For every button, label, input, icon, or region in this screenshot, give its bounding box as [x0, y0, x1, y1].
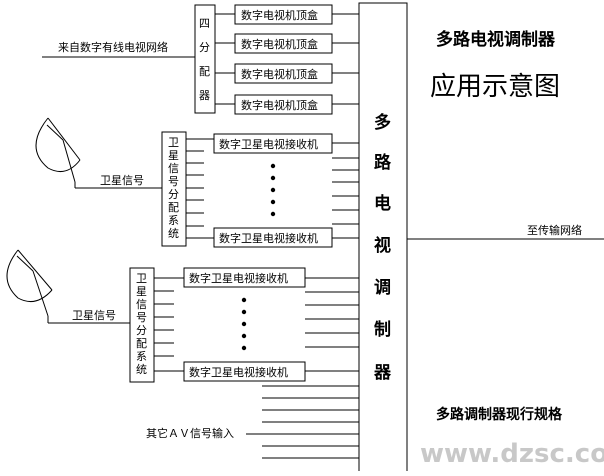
svg-text:系: 系	[136, 350, 147, 363]
svg-text:卫: 卫	[168, 136, 179, 149]
title-line-1: 多路电视调制器	[436, 29, 556, 50]
svg-text:信: 信	[168, 162, 179, 175]
splitter-char-1: 分	[199, 41, 210, 54]
svg-text:星: 星	[136, 285, 147, 298]
output-label: 至传输网络	[527, 223, 582, 237]
svg-text:分: 分	[168, 188, 179, 201]
svg-text:统: 统	[168, 227, 179, 240]
modulator-label: 多 路 电 视 调 制 器	[373, 112, 392, 383]
ellipsis-dots-2	[241, 297, 247, 351]
ellipsis-dots-1	[270, 163, 276, 217]
svg-text:配: 配	[168, 201, 179, 214]
svg-text:号: 号	[168, 175, 179, 188]
svg-text:电: 电	[374, 193, 391, 214]
svg-text:统: 统	[136, 363, 147, 376]
svg-text:路: 路	[374, 152, 392, 173]
set-top-box-label-2: 数字电视机顶盒	[241, 37, 318, 51]
satellite-signal-label-1: 卫星信号	[100, 174, 144, 187]
satellite-dish-2-icon	[6, 249, 53, 317]
sat-receiver-label-1: 数字卫星电视接收机	[219, 137, 318, 151]
title-line-2: 应用示意图	[430, 72, 560, 102]
splitter-char-3: 器	[199, 89, 210, 102]
svg-text:配: 配	[136, 337, 147, 350]
av-input-label: 其它ＡＶ信号输入	[146, 426, 234, 440]
svg-text:器: 器	[373, 363, 392, 383]
sat-splitter-2-label: 卫 星 信 号 分 配 系 统	[136, 272, 147, 376]
svg-text:制: 制	[374, 319, 391, 340]
svg-text:多: 多	[374, 112, 391, 133]
set-top-box-label-1: 数字电视机顶盒	[241, 8, 318, 22]
sat-receiver-label-4: 数字卫星电视接收机	[189, 365, 288, 379]
watermark: www.dzsc.com	[420, 439, 604, 469]
satellite-signal-label-2: 卫星信号	[72, 309, 116, 322]
svg-text:号: 号	[136, 311, 147, 324]
sat-splitter-1-box	[161, 131, 187, 247]
set-top-box-label-3: 数字电视机顶盒	[241, 67, 318, 81]
sat-splitter-1-label: 卫 星 信 号 分 配 系 统	[168, 136, 179, 240]
svg-text:信: 信	[136, 298, 147, 311]
title-bottom: 多路调制器现行规格	[436, 406, 563, 423]
svg-text:星: 星	[168, 149, 179, 162]
source-cable-label: 来自数字有线电视网络	[58, 40, 168, 54]
svg-text:卫: 卫	[136, 272, 147, 285]
sat-splitter-2-box	[129, 267, 155, 383]
splitter-char-0: 四	[199, 17, 210, 30]
svg-text:视: 视	[374, 235, 391, 256]
svg-text:调: 调	[374, 278, 391, 298]
svg-text:系: 系	[168, 214, 179, 227]
splitter-char-2: 配	[199, 65, 210, 78]
satellite-dish-1-icon	[35, 117, 81, 183]
svg-text:分: 分	[136, 324, 147, 337]
sat-receiver-label-2: 数字卫星电视接收机	[219, 231, 318, 245]
set-top-box-label-4: 数字电视机顶盒	[241, 98, 318, 112]
four-way-splitter-box	[194, 4, 216, 114]
sat-receiver-label-3: 数字卫星电视接收机	[189, 271, 288, 285]
